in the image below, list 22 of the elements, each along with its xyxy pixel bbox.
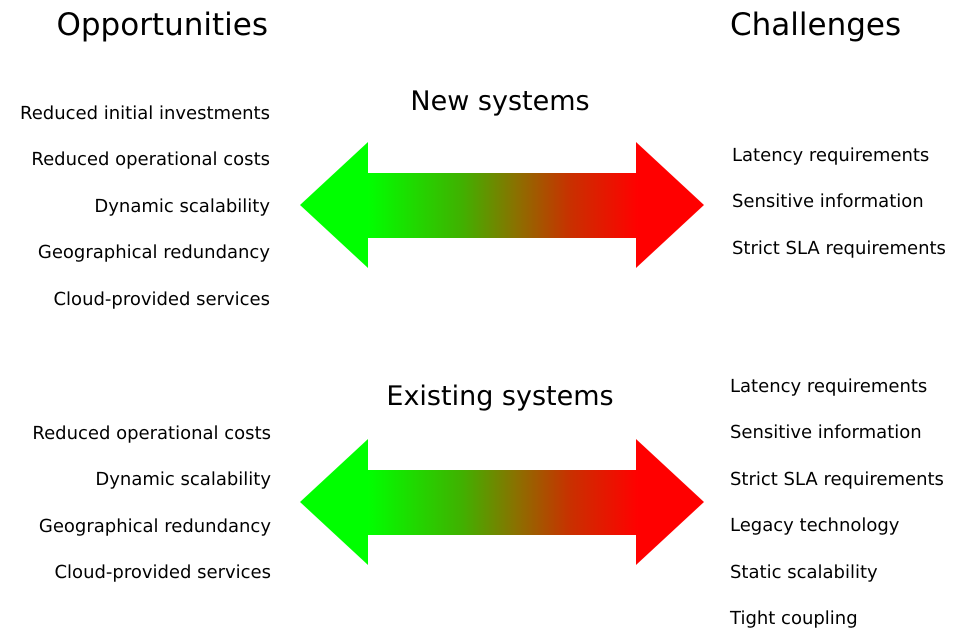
column-heading: Challenges: [730, 8, 902, 42]
list-item: Dynamic scalability: [94, 197, 270, 217]
list-item: Dynamic scalability: [95, 470, 271, 490]
list-item: Geographical redundancy: [38, 517, 271, 537]
list-item: Strict SLA requirements: [730, 470, 944, 490]
list-item: Sensitive information: [730, 423, 922, 443]
list-item: Geographical redundancy: [38, 243, 270, 263]
list-item: Legacy technology: [730, 516, 900, 536]
section-heading: New systems: [410, 87, 590, 117]
list-item: Tight coupling: [730, 609, 858, 629]
list-item: Reduced operational costs: [31, 150, 270, 170]
section-heading: Existing systems: [386, 382, 614, 412]
list-item: Cloud-provided services: [54, 563, 271, 583]
list-item: Latency requirements: [730, 377, 928, 397]
list-item: Reduced operational costs: [32, 424, 271, 444]
list-item: Cloud-provided services: [53, 290, 270, 310]
column-heading: Opportunities: [56, 8, 268, 42]
list-item: Static scalability: [730, 563, 878, 583]
list-item: Strict SLA requirements: [732, 239, 946, 259]
list-item: Latency requirements: [732, 146, 930, 166]
list-item: Sensitive information: [732, 192, 924, 212]
list-item: Reduced initial investments: [20, 104, 270, 124]
